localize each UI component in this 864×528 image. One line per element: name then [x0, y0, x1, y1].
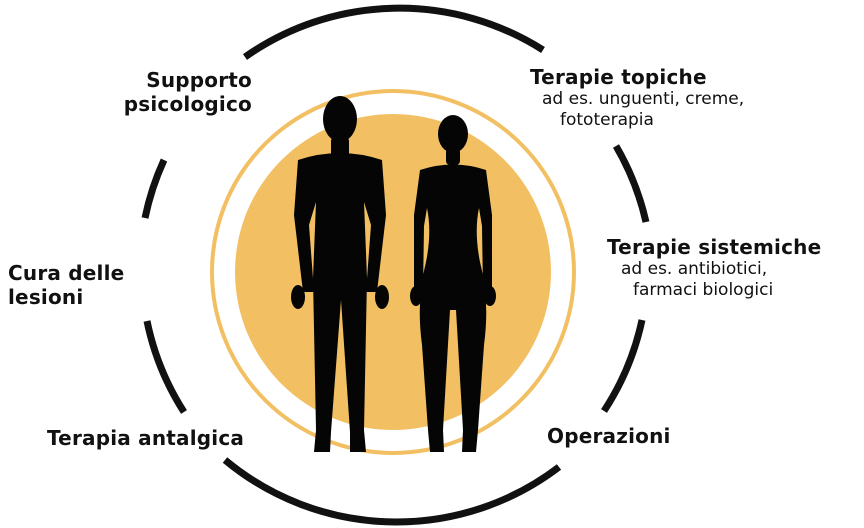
label-cura-line2: lesioni — [8, 285, 84, 310]
ring-arc-top — [242, 4, 545, 60]
label-cura-line1: Cura delle — [8, 261, 125, 285]
male-silhouette-icon — [291, 96, 389, 452]
label-sistemiche-desc2: farmaci biologici — [633, 280, 774, 301]
label-supporto-psicologico: Supporto psicologico — [100, 68, 252, 117]
label-supporto-line1: Supporto — [146, 68, 252, 92]
label-topiche-desc2: fototerapia — [560, 110, 654, 131]
accent-disc — [235, 114, 551, 430]
ring-arc-upper-left — [141, 158, 168, 219]
female-silhouette-icon — [410, 115, 496, 452]
ring-arc-lower-left — [143, 320, 187, 414]
label-sistemiche-title: Terapie sistemiche — [607, 235, 822, 259]
label-sistemiche-desc1: ad es. antibiotici, — [621, 259, 768, 280]
accent-ring — [210, 89, 576, 455]
label-operazioni: Operazioni — [547, 424, 671, 448]
label-topiche-title: Terapie topiche — [530, 65, 707, 89]
ring-arc-upper-right — [612, 144, 650, 223]
label-cura-delle-lesioni: Cura delle lesioni — [8, 261, 124, 310]
label-topiche-desc1: ad es. unguenti, creme, — [542, 89, 745, 110]
ring-arc-bottom — [222, 457, 562, 526]
label-operazioni-title: Operazioni — [547, 424, 671, 448]
label-antalgica-title: Terapia antalgica — [47, 426, 245, 450]
label-terapie-sistemiche: Terapie sistemiche ad es. antibiotici, f… — [607, 235, 821, 301]
label-supporto-line2: psicologico — [123, 92, 252, 117]
outer-ring — [141, 4, 650, 526]
ring-arc-lower-right — [601, 319, 646, 413]
label-terapie-topiche: Terapie topiche ad es. unguenti, creme, … — [530, 65, 744, 131]
label-terapia-antalgica: Terapia antalgica — [47, 426, 244, 450]
